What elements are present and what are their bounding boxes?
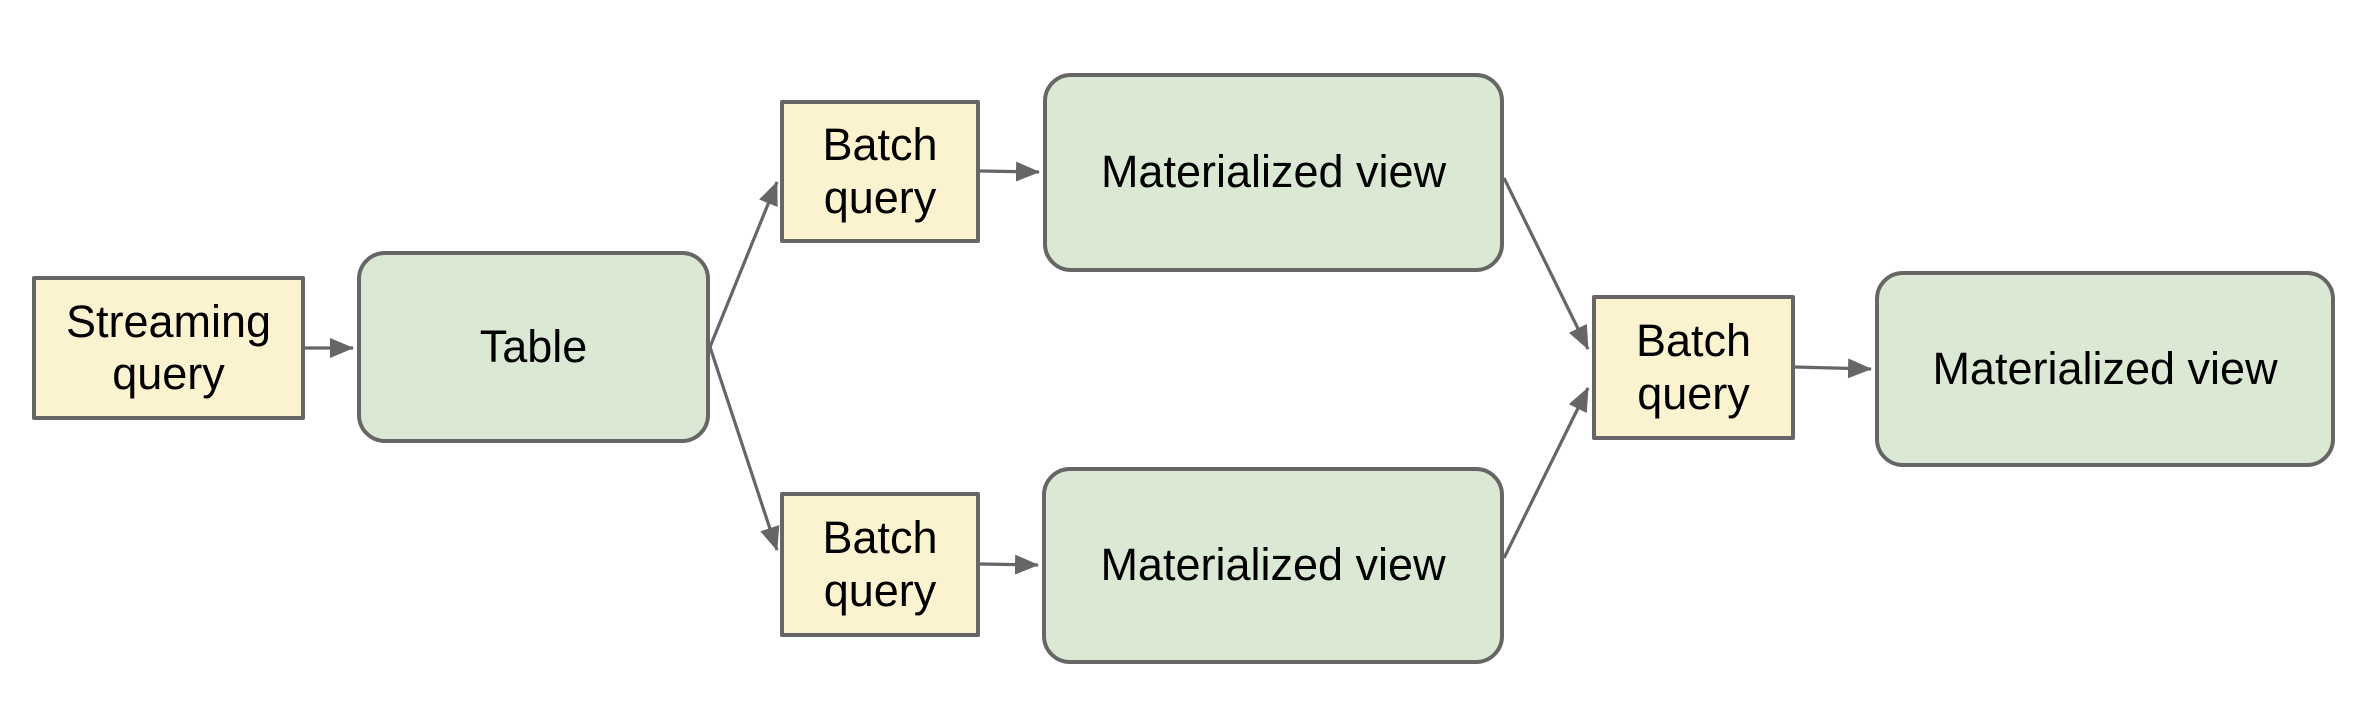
node-materialized-view-top: Materialized view [1043,73,1504,272]
edge-table-to-batch-query-bottom [708,346,780,551]
node-table: Table [357,251,710,443]
edge-batch-query-right-to-mv-final [1794,358,1872,379]
node-materialized-view-final: Materialized view [1875,271,2335,467]
edge-batch-query-top-to-mv-top [979,161,1040,182]
node-batch-query-right-label: Batch query [1635,315,1752,419]
node-batch-query-bottom: Batch query [780,492,980,637]
node-materialized-view-final-label: Materialized view [1932,342,2278,394]
node-streaming-query: Streaming query [32,276,305,420]
edge-mv-bottom-to-batch-query-right [1502,387,1590,559]
node-materialized-view-bottom-label: Materialized view [1100,539,1446,591]
node-batch-query-top: Batch query [780,100,980,243]
node-batch-query-top-label: Batch query [822,119,938,223]
edge-table-to-batch-query-top [708,181,779,348]
node-batch-query-bottom-label: Batch query [822,512,938,616]
edge-mv-top-to-batch-query-right [1502,177,1590,350]
node-streaming-query-label: Streaming query [65,295,272,399]
edge-batch-query-bottom-to-mv-bottom [979,554,1039,575]
node-materialized-view-bottom: Materialized view [1042,467,1504,664]
node-materialized-view-top-label: Materialized view [1100,146,1447,198]
node-table-label: Table [479,320,588,372]
node-batch-query-right: Batch query [1592,295,1795,440]
